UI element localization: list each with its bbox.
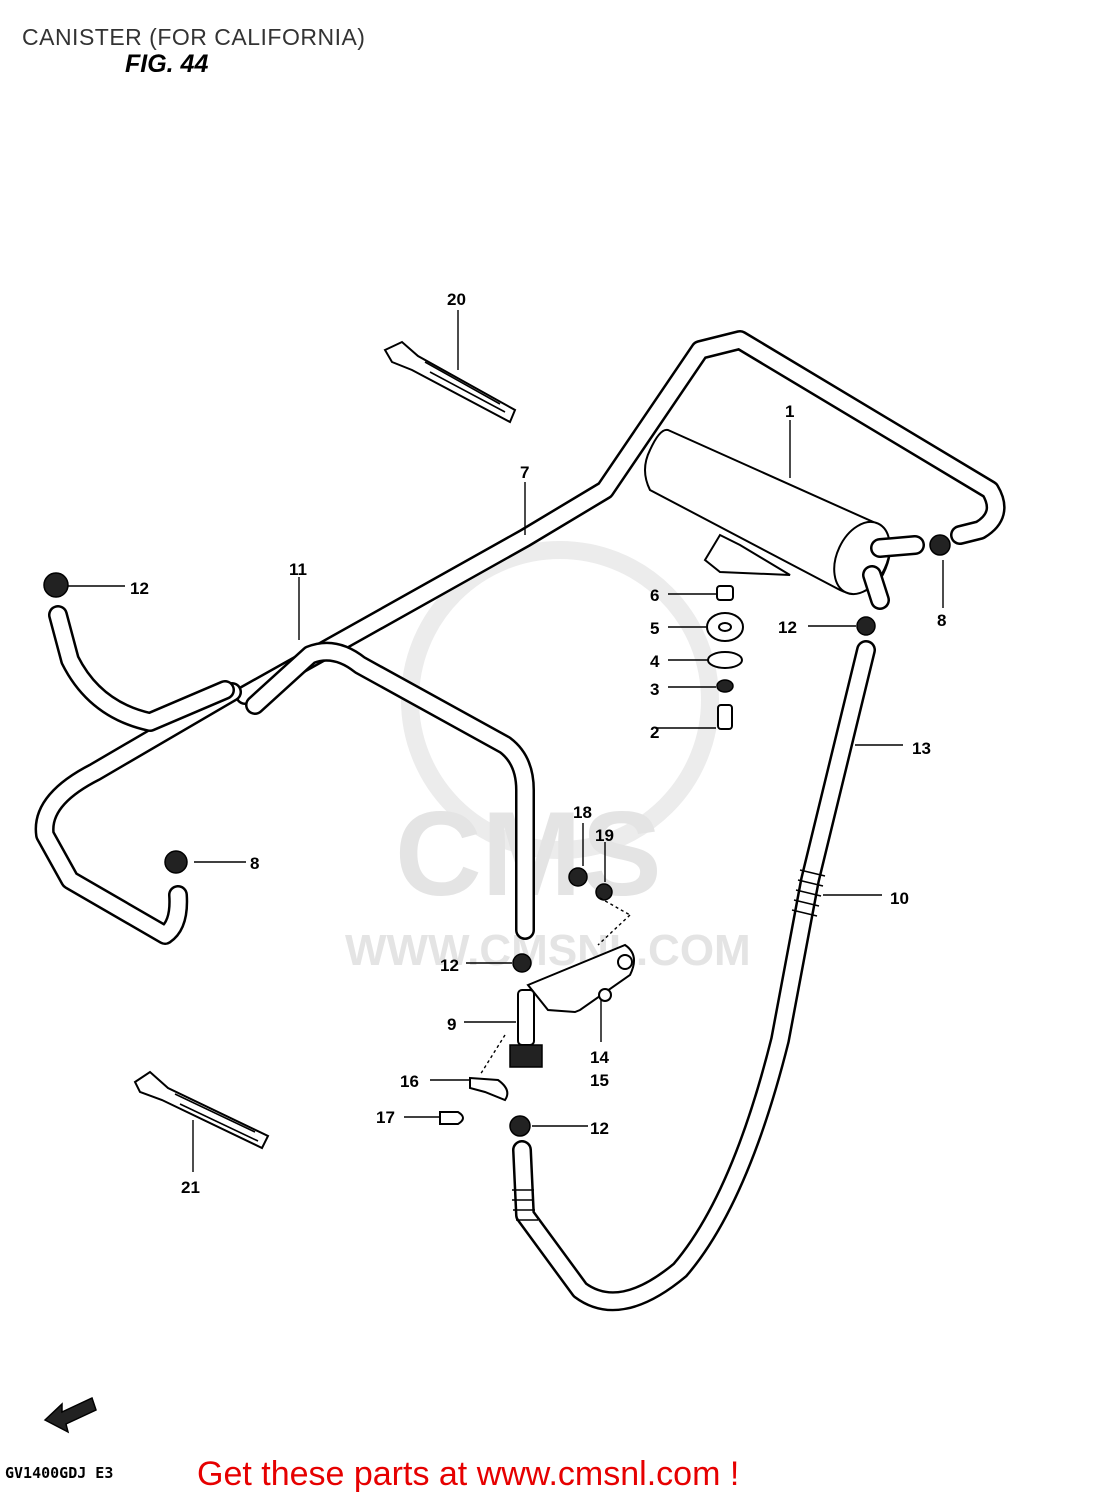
nut-18 (568, 867, 588, 887)
callout-20: 20 (447, 290, 466, 309)
clamps (43, 534, 951, 1137)
callout-11: 11 (289, 560, 307, 579)
bolt-17 (439, 1111, 464, 1125)
watermark-url: WWW.CMSNL.COM (345, 926, 751, 975)
callout-1: 1 (785, 402, 794, 421)
leader-lines (68, 310, 944, 1172)
clamp-12-right (856, 616, 876, 636)
hose-11 (34, 641, 535, 945)
part-6 (716, 585, 734, 601)
hose-7 (235, 330, 1006, 705)
part-2 (717, 704, 733, 730)
callout-14: 14 (590, 1048, 609, 1067)
callout-15: 15 (590, 1071, 609, 1090)
callout-12-left: 12 (130, 579, 149, 598)
page-title: CANISTER (FOR CALIFORNIA) (22, 24, 366, 50)
model-code: GV1400GDJ E3 (5, 1464, 114, 1482)
canister-1 (644, 428, 925, 610)
spring-lower (512, 1189, 538, 1221)
callout-8-right: 8 (937, 611, 946, 630)
callout-3: 3 (650, 680, 659, 699)
mount-parts (706, 585, 744, 730)
callout-12-mid: 12 (440, 956, 459, 975)
callout-4: 4 (650, 652, 660, 671)
front-arrow-icon (43, 1396, 97, 1434)
callout-21: 21 (181, 1178, 200, 1197)
nut-19 (595, 883, 613, 901)
callout-16: 16 (400, 1072, 419, 1091)
figure-label: FIG. 44 (125, 50, 209, 78)
callout-7: 7 (520, 463, 529, 482)
valve-assembly (439, 867, 635, 1125)
callout-9: 9 (447, 1015, 456, 1034)
hose-13-10 (512, 640, 876, 1312)
short-hose (48, 605, 235, 732)
callout-labels: 1 2 3 4 5 6 7 8 8 9 10 11 12 12 12 12 13… (130, 290, 946, 1197)
clamp-12-left (43, 572, 69, 598)
parts-link-banner[interactable]: Get these parts at www.cmsnl.com ! (197, 1455, 740, 1493)
callout-2: 2 (650, 723, 659, 742)
clamp-8-right (929, 534, 951, 556)
cable-tie-20 (383, 340, 517, 424)
callout-19: 19 (595, 826, 614, 845)
callout-13: 13 (912, 739, 931, 758)
callout-17: 17 (376, 1108, 395, 1127)
valve-9 (517, 989, 535, 1046)
callout-12-bottom: 12 (590, 1119, 609, 1138)
callout-8-left: 8 (250, 854, 259, 873)
clamp-8-left (164, 850, 188, 874)
callout-5: 5 (650, 619, 659, 638)
callout-6: 6 (650, 586, 659, 605)
callout-18: 18 (573, 803, 592, 822)
part-3 (716, 679, 734, 693)
clamp-12-mid (512, 953, 532, 973)
spring-10 (791, 869, 826, 917)
clamp-12-bottom (509, 1115, 531, 1137)
part-4 (707, 651, 743, 669)
bracket-14 (526, 943, 635, 1014)
cable-tie-21 (133, 1070, 270, 1150)
callout-12-right: 12 (778, 618, 797, 637)
callout-10: 10 (890, 889, 909, 908)
clamp-16 (469, 1076, 509, 1102)
